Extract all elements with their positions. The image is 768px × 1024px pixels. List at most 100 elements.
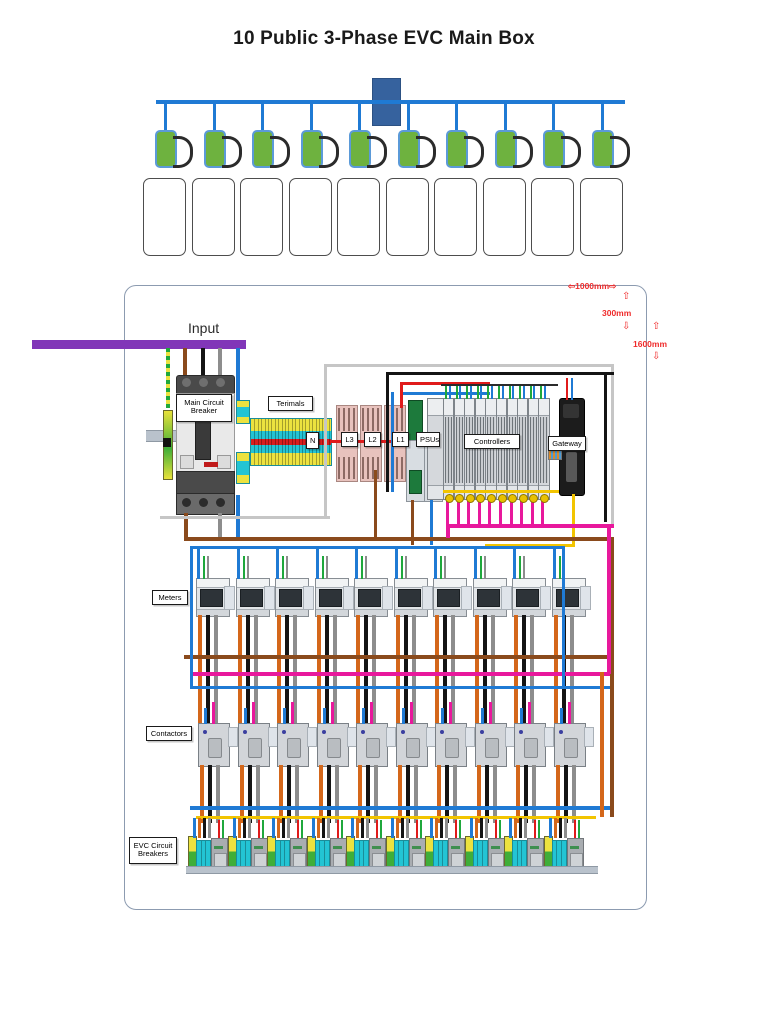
contactor-yellow-bus — [196, 816, 596, 819]
controller-module-1[interactable] — [443, 398, 455, 500]
controller-module-7[interactable] — [506, 398, 518, 500]
psus-label: PSUs — [416, 432, 440, 447]
evc-10-in-l1 — [553, 818, 557, 838]
meter-2-aux-block — [263, 586, 275, 610]
controller-module-4[interactable] — [474, 398, 486, 500]
mcb-side-terminal-top — [236, 400, 250, 424]
panel-grey-loop-left — [324, 364, 327, 516]
controller-top-rail — [441, 384, 558, 386]
meter-9-out-l2 — [522, 615, 526, 723]
contactor-unit-6[interactable] — [395, 723, 428, 767]
mcb-terminal-2 — [199, 378, 208, 387]
contactor-4-aux — [346, 727, 357, 747]
contactor-4-out-l1 — [318, 765, 323, 823]
contactor-10-aux — [583, 727, 594, 747]
evc-4-in-n — [311, 818, 315, 838]
controller-6-signal-blue — [501, 386, 504, 399]
controller-6-control-wire — [499, 498, 502, 526]
meter-6-aux-block — [421, 586, 433, 610]
evc-10-in-l3 — [563, 818, 567, 838]
contactor-2-out-l1 — [239, 765, 244, 823]
controller-3-signal-green — [466, 386, 469, 399]
mcb-toggle-lever[interactable] — [195, 420, 211, 460]
controller-1-signal-blue — [448, 386, 451, 399]
lower-brown-bus — [184, 655, 614, 659]
evc-circuit-breakers-label: EVC Circuit Breakers — [129, 837, 177, 864]
controller-module-5[interactable] — [485, 398, 497, 500]
contactor-unit-9[interactable] — [514, 723, 546, 767]
gateway-power-pos — [566, 378, 568, 400]
terminal-divider-4 — [264, 419, 266, 465]
evc-2-aux-red — [257, 820, 260, 838]
contactor-unit-4[interactable] — [316, 723, 349, 767]
meter-unit-4[interactable] — [314, 578, 349, 617]
gateway-label: Gateway — [548, 436, 586, 451]
contactor-2-out-l2 — [247, 765, 252, 823]
controller-module-6[interactable] — [496, 398, 508, 500]
contactor-9-out-l1 — [516, 765, 520, 823]
phase-l1-drop — [374, 470, 377, 540]
controller-8-out-terminal — [518, 494, 528, 503]
controller-head-module[interactable] — [427, 398, 444, 500]
contactor-unit-1[interactable] — [198, 723, 230, 767]
evc-10-in-l2 — [558, 818, 562, 838]
contactor-unit-8[interactable] — [474, 723, 507, 767]
meter-4-out-l1 — [316, 615, 321, 723]
controller-bottom-rail — [443, 490, 559, 493]
contactor-8-coil-magenta — [488, 702, 492, 724]
meter-7-out-l2 — [443, 615, 447, 723]
evc-5-in-l3 — [366, 818, 369, 838]
left-blue-riser — [190, 546, 193, 688]
terminal-divider-13 — [295, 419, 297, 465]
mcb-terminal-1 — [182, 378, 191, 387]
meter-10-out-l1 — [553, 615, 558, 723]
l1-feed-wire — [183, 348, 187, 380]
meter-7-comm-grey — [444, 556, 446, 579]
mcb-side-terminal-bottom — [236, 452, 250, 484]
evc-breaker-8-switch — [490, 846, 500, 849]
controller-module-2[interactable] — [453, 398, 465, 500]
contactor-1-out-l1 — [200, 765, 204, 823]
l2-label: L2 — [364, 432, 381, 447]
contactor-unit-7[interactable] — [435, 723, 467, 767]
controller-module-3[interactable] — [464, 398, 476, 500]
contactor-5-out-l2 — [366, 765, 370, 823]
terminal-divider-3 — [261, 419, 263, 465]
contactor-unit-3[interactable] — [277, 723, 309, 767]
contactor-8-coil-blue — [480, 708, 484, 724]
evc-9-in-l3 — [524, 818, 527, 838]
terminal-divider-11 — [288, 419, 290, 465]
meter-1-out-l1 — [198, 615, 202, 723]
contactor-unit-10[interactable] — [553, 723, 586, 767]
evc-7-aux-green — [459, 820, 461, 838]
evc-1-aux-green — [222, 820, 224, 838]
meter-3-data-wire — [276, 549, 279, 579]
contactor-5-out-l1 — [358, 765, 362, 823]
meter-8-comm-grey — [483, 556, 486, 579]
controller-7-control-wire — [509, 498, 513, 526]
l1-label: L1 — [392, 432, 409, 447]
contactor-4-coil-magenta — [330, 702, 334, 724]
terminal-divider-8 — [278, 419, 280, 465]
parking-slot-5 — [337, 178, 380, 256]
meter-6-comm-green — [400, 556, 403, 579]
contactor-10-out-l1 — [555, 765, 560, 823]
contactor-2-coil-magenta — [251, 702, 255, 724]
contactor-unit-5[interactable] — [356, 723, 388, 767]
controller-module-8[interactable] — [517, 398, 529, 500]
controller-7-out-terminal — [508, 494, 518, 503]
right-magenta-riser — [607, 524, 611, 674]
main-terminal-strip — [250, 418, 332, 466]
charger-cable-10 — [609, 136, 630, 168]
meter-unit-7[interactable] — [433, 578, 467, 617]
meter-unit-2[interactable] — [235, 578, 270, 617]
controller-module-9[interactable] — [527, 398, 539, 500]
terminal-divider-14 — [298, 419, 300, 465]
charger-cable-9 — [561, 136, 581, 168]
contactor-5-coil-blue — [362, 708, 365, 724]
mcb-grey-return — [160, 516, 330, 519]
terminal-divider-1 — [254, 419, 256, 465]
meter-3-comm-grey — [286, 556, 288, 579]
contactor-unit-2[interactable] — [237, 723, 270, 767]
evc-breaker-3-switch — [293, 846, 302, 849]
